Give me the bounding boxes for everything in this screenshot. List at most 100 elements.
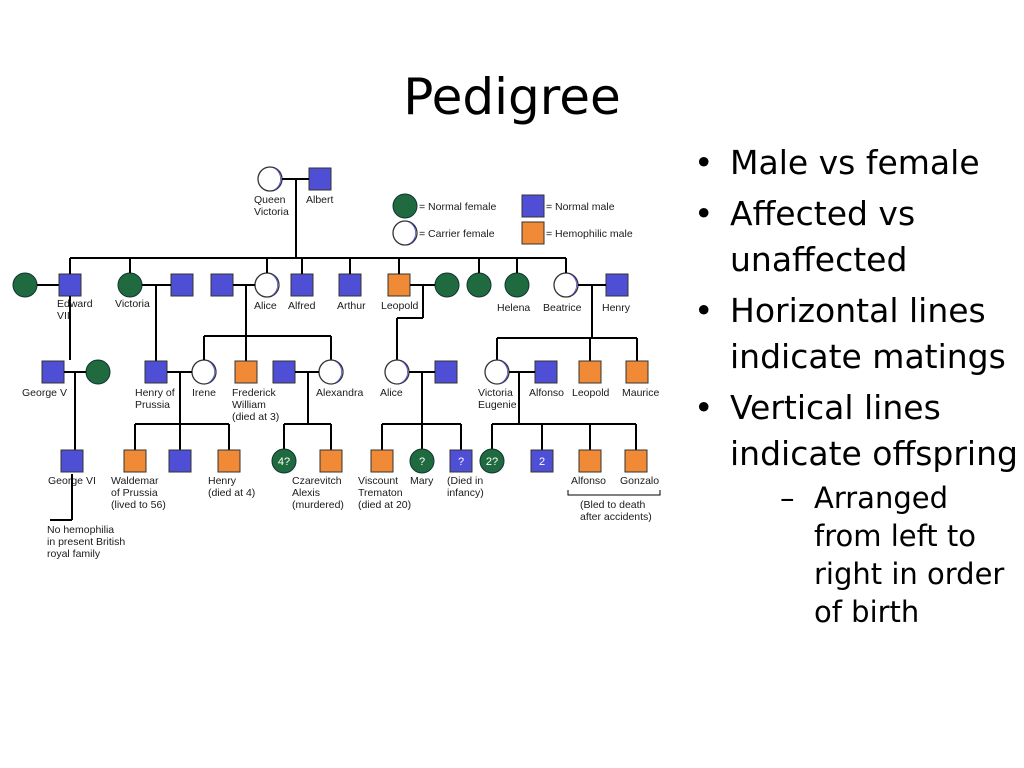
label-alexis: Alexis <box>292 487 320 499</box>
label-leopold-gen3: Leopold <box>572 387 610 399</box>
alice-gen3-carrier-female-symbol <box>384 359 410 385</box>
victoria-princess-female-symbol <box>117 272 143 298</box>
bullet-list: •Male vs female •Affected vs unaffected … <box>690 140 1020 636</box>
beatrice-carrier-shading <box>569 274 577 296</box>
bled-bracket <box>567 490 661 496</box>
label-edward-vii: VII <box>57 310 70 322</box>
label-alice-gen3: Alice <box>380 387 403 399</box>
mark-spain-sons: 2 <box>539 456 545 468</box>
label-alexis: Czarevitch <box>292 475 342 487</box>
waldemar-male-symbol <box>123 449 147 473</box>
label-viscount-trematon: Trematon <box>358 487 403 499</box>
bullet-item: •Vertical lines indicate offspring –Arra… <box>690 385 1020 631</box>
label-victoria-eugenie: Victoria <box>478 387 513 399</box>
henry-of-battenberg-male-symbol <box>605 273 629 297</box>
label-no-hemophilia-note: royal family <box>47 548 101 560</box>
legend-normal-male-label: = Normal male <box>546 201 615 213</box>
label-frederick-william: (died at 3) <box>232 411 279 423</box>
spain-daughters-female-symbol <box>479 448 505 474</box>
legend-normal-male-male-symbol <box>521 194 545 218</box>
label-beatrice: Beatrice <box>543 302 582 314</box>
helena-female-symbol <box>466 272 492 298</box>
victoria-eugenie-carrier-shading <box>500 361 508 383</box>
bullet-item: •Affected vs unaffected <box>694 194 916 279</box>
alfred-male-symbol <box>290 273 314 297</box>
label-mary: Mary <box>410 475 434 487</box>
mary-of-teck-female-symbol <box>85 359 111 385</box>
beatrice-carrier-female-symbol <box>553 272 579 298</box>
edward-vii-male-symbol <box>58 273 82 297</box>
victoria-eugenie-carrier-female-symbol <box>484 359 510 385</box>
label-albert: Albert <box>306 194 334 206</box>
label-henry-gen4: (died at 4) <box>208 487 255 499</box>
viscount-trematon-male-symbol <box>370 449 394 473</box>
sigismund-male-symbol <box>168 449 192 473</box>
label-died-in-infancy: (Died in <box>447 475 483 487</box>
maurice-male-symbol <box>625 360 649 384</box>
label-frederick-william: William <box>232 399 266 411</box>
label-henry: Henry <box>602 302 631 314</box>
label-henry-of-prussia: Prussia <box>135 399 170 411</box>
george-v-male-symbol <box>41 360 65 384</box>
legend-carrier-female-carrier-female-symbol <box>392 220 418 246</box>
bullet-item: •Horizontal lines indicate matings <box>694 291 1006 376</box>
label-george-v: George V <box>22 387 67 399</box>
label-no-hemophilia-note: in present British <box>47 536 125 548</box>
alexandra-carrier-female-symbol <box>318 359 344 385</box>
label-queen-victoria: Victoria <box>254 206 289 218</box>
arthur-male-symbol <box>338 273 362 297</box>
alfonso-gen4-male-symbol <box>578 449 602 473</box>
label-alfred: Alfred <box>288 300 316 312</box>
legend-hemophilic-male-label: = Hemophilic male <box>546 228 633 240</box>
label-bled-note: (Bled to death <box>580 499 646 511</box>
label-waldemar: (lived to 56) <box>111 499 166 511</box>
queen-victoria-carrier-female-symbol <box>257 166 283 192</box>
louis-of-hesse-male-symbol <box>210 273 234 297</box>
mary-female-symbol <box>409 448 435 474</box>
nicholas-ii-male-symbol <box>272 360 296 384</box>
label-no-hemophilia-note: No hemophilia <box>47 524 114 536</box>
label-waldemar: Waldemar <box>111 475 159 487</box>
label-alfonso-king: Alfonso <box>529 387 564 399</box>
label-queen-victoria: Queen <box>254 194 286 206</box>
bullet-item: •Male vs female <box>694 143 980 182</box>
label-victoria: Victoria <box>115 298 150 310</box>
grand-duchesses-female-symbol <box>271 448 297 474</box>
label-victoria-eugenie: Eugenie <box>478 399 517 411</box>
mark-infant: ? <box>458 456 464 468</box>
slide-title: Pedigree <box>403 68 621 126</box>
infant-son-male-symbol <box>449 449 473 473</box>
legend-hemophilic-male-male-symbol <box>521 221 545 245</box>
label-viscount-trematon: (died at 20) <box>358 499 411 511</box>
alice-carrier-female-symbol <box>254 272 280 298</box>
label-waldemar: of Prussia <box>111 487 158 499</box>
label-viscount-trematon: Viscount <box>358 475 398 487</box>
leopold-male-symbol <box>387 273 411 297</box>
alfonso-xiii-male-symbol <box>534 360 558 384</box>
label-irene: Irene <box>192 387 216 399</box>
label-alfonso-gen4: Alfonso <box>571 475 606 487</box>
label-gonzalo: Gonzalo <box>620 475 659 487</box>
label-helena: Helena <box>497 302 530 314</box>
legend-carrier-female-carrier-shading <box>408 222 416 244</box>
queen-victoria-carrier-shading <box>273 168 281 190</box>
label-leopold: Leopold <box>381 300 419 312</box>
frederick-iii-male-symbol <box>170 273 194 297</box>
label-maurice: Maurice <box>622 387 660 399</box>
label-frederick-william: Frederick <box>232 387 277 399</box>
sub-bullet-item: –Arranged from left to right in order of… <box>780 481 1005 629</box>
leopold-gen3-male-symbol <box>578 360 602 384</box>
label-bled-note: after accidents) <box>580 511 652 523</box>
gonzalo-male-symbol <box>624 449 648 473</box>
label-died-in-infancy: infancy) <box>447 487 484 499</box>
helena-of-waldeck-female-symbol <box>434 272 460 298</box>
label-henry-gen4: Henry <box>208 475 237 487</box>
irene-carrier-female-symbol <box>191 359 217 385</box>
label-arthur: Arthur <box>337 300 366 312</box>
legend-normal-female-female-symbol <box>392 193 418 219</box>
label-alice: Alice <box>254 300 277 312</box>
george-vi-male-symbol <box>60 449 84 473</box>
label-henry-of-prussia: Henry of <box>135 387 175 399</box>
henry-of-prussia-male-symbol <box>144 360 168 384</box>
alice-gen3-carrier-shading <box>400 361 408 383</box>
